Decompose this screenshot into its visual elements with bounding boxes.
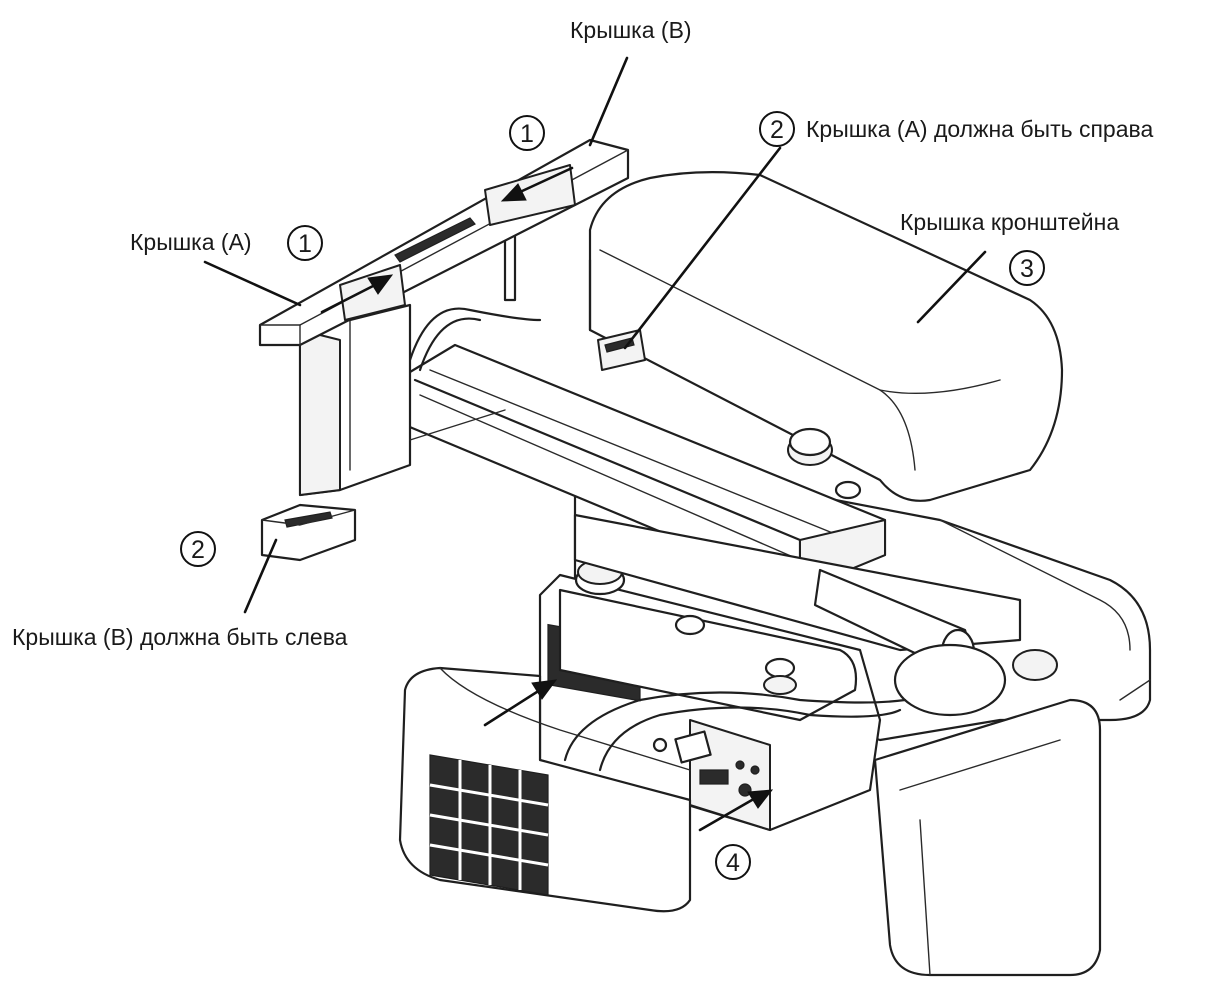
- direction-arrows: [320, 166, 774, 832]
- bottom-clamp: [260, 503, 357, 562]
- step-1-digit: 1: [298, 230, 312, 258]
- leader-cover-a-left: [203, 260, 302, 307]
- label-cover-b-top: Крышка (B): [570, 17, 692, 43]
- leader-cover-b-top: [588, 56, 629, 147]
- arrow-connector: [698, 789, 774, 832]
- label-cover-a-right-note: Крышка (A) должна быть справа: [806, 116, 1153, 142]
- leader-lines: [203, 56, 987, 614]
- leader-bracket-cover: [916, 250, 987, 324]
- step-1-marker-top: 1: [509, 115, 545, 151]
- slide-arm: [403, 343, 1058, 717]
- cover-b-top-piece: [484, 164, 576, 226]
- step-3-digit: 3: [1020, 255, 1034, 283]
- step-1-marker-left: 1: [287, 225, 323, 261]
- step-2-digit: 2: [770, 116, 784, 144]
- callout-labels: Крышка (B) Крышка (A) должна быть справа…: [12, 17, 1153, 650]
- step-2-digit: 2: [191, 536, 205, 564]
- top-bracket-bar: [258, 138, 630, 347]
- step-4-marker: 4: [715, 844, 751, 880]
- bracket-cover-shell: [588, 171, 1064, 502]
- vertical-bracket-frame: [298, 213, 517, 497]
- step-4-digit: 4: [726, 849, 740, 877]
- step-3-marker: 3: [1009, 250, 1045, 286]
- cables: [408, 307, 907, 772]
- leader-cover-a-right: [623, 146, 782, 350]
- label-cover-b-left-note: Крышка (B) должна быть слева: [12, 624, 348, 650]
- arrow-cover-a-slide: [320, 274, 394, 314]
- arrow-cover-b-slide: [500, 166, 574, 202]
- step-markers: 1 1 2 2 3 4: [180, 111, 1045, 880]
- cover-vent-grille: [429, 754, 549, 896]
- step-2-marker-right: 2: [759, 111, 795, 147]
- adjustment-knobs: [787, 427, 862, 500]
- leader-cover-b-left: [243, 538, 278, 614]
- arrow-front-cover: [483, 679, 558, 727]
- right-cover-slot: [597, 329, 646, 371]
- step-1-digit: 1: [520, 120, 534, 148]
- step-2-marker-left: 2: [180, 531, 216, 567]
- label-cover-a-left: Крышка (A): [130, 229, 252, 255]
- side-cover: [873, 698, 1102, 977]
- front-vented-cover: [398, 666, 692, 913]
- label-bracket-cover: Крышка кронштейна: [900, 209, 1119, 235]
